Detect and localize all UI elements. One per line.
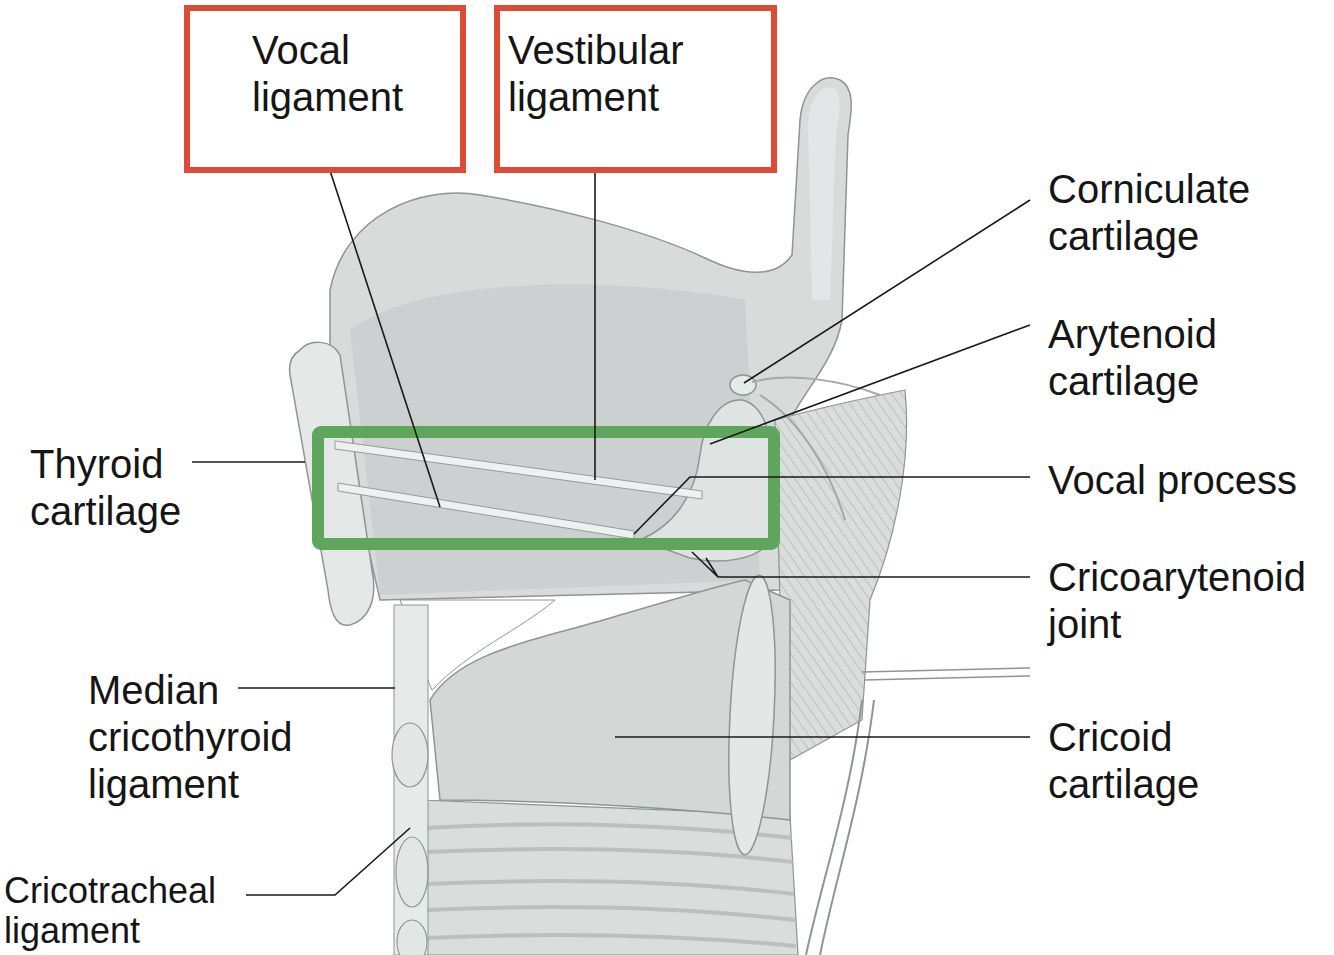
box-text: Vocal ligament <box>252 27 452 121</box>
arytenoid <box>640 400 773 561</box>
highlight-frame <box>318 432 774 544</box>
posterior-fibres <box>775 390 907 760</box>
callout-box: Vestibular ligament <box>494 5 777 173</box>
vestibular-ligament <box>335 441 702 499</box>
callout-box: Vocal ligament <box>184 5 466 173</box>
vocal-ligament <box>338 483 634 539</box>
ring-section <box>396 837 428 907</box>
posterior-band <box>862 668 1030 680</box>
box-text: Vestibular ligament <box>508 27 763 121</box>
part-label: Median cricothyroid ligament <box>88 667 320 808</box>
leader-lines <box>192 140 1030 895</box>
part-label: Corniculate cartilage <box>1048 166 1320 260</box>
epiglottis-highlight <box>808 87 840 300</box>
part-label: Vocal process <box>1048 457 1320 504</box>
ring-section <box>397 920 427 955</box>
cricoid-lamina-edge <box>723 574 782 856</box>
posterior-wall-line <box>820 700 874 955</box>
part-label: Thyroid cartilage <box>30 441 230 535</box>
part-label: Arytenoid cartilage <box>1048 311 1320 405</box>
thyroid-cut-edge <box>289 342 373 625</box>
part-label: Cricoid cartilage <box>1048 714 1320 808</box>
cricoid-section <box>392 723 428 787</box>
part-label: Cricotracheal ligament <box>4 871 240 951</box>
posterior-wall-line <box>806 700 862 955</box>
part-label: Cricoarytenoid joint <box>1048 554 1320 648</box>
